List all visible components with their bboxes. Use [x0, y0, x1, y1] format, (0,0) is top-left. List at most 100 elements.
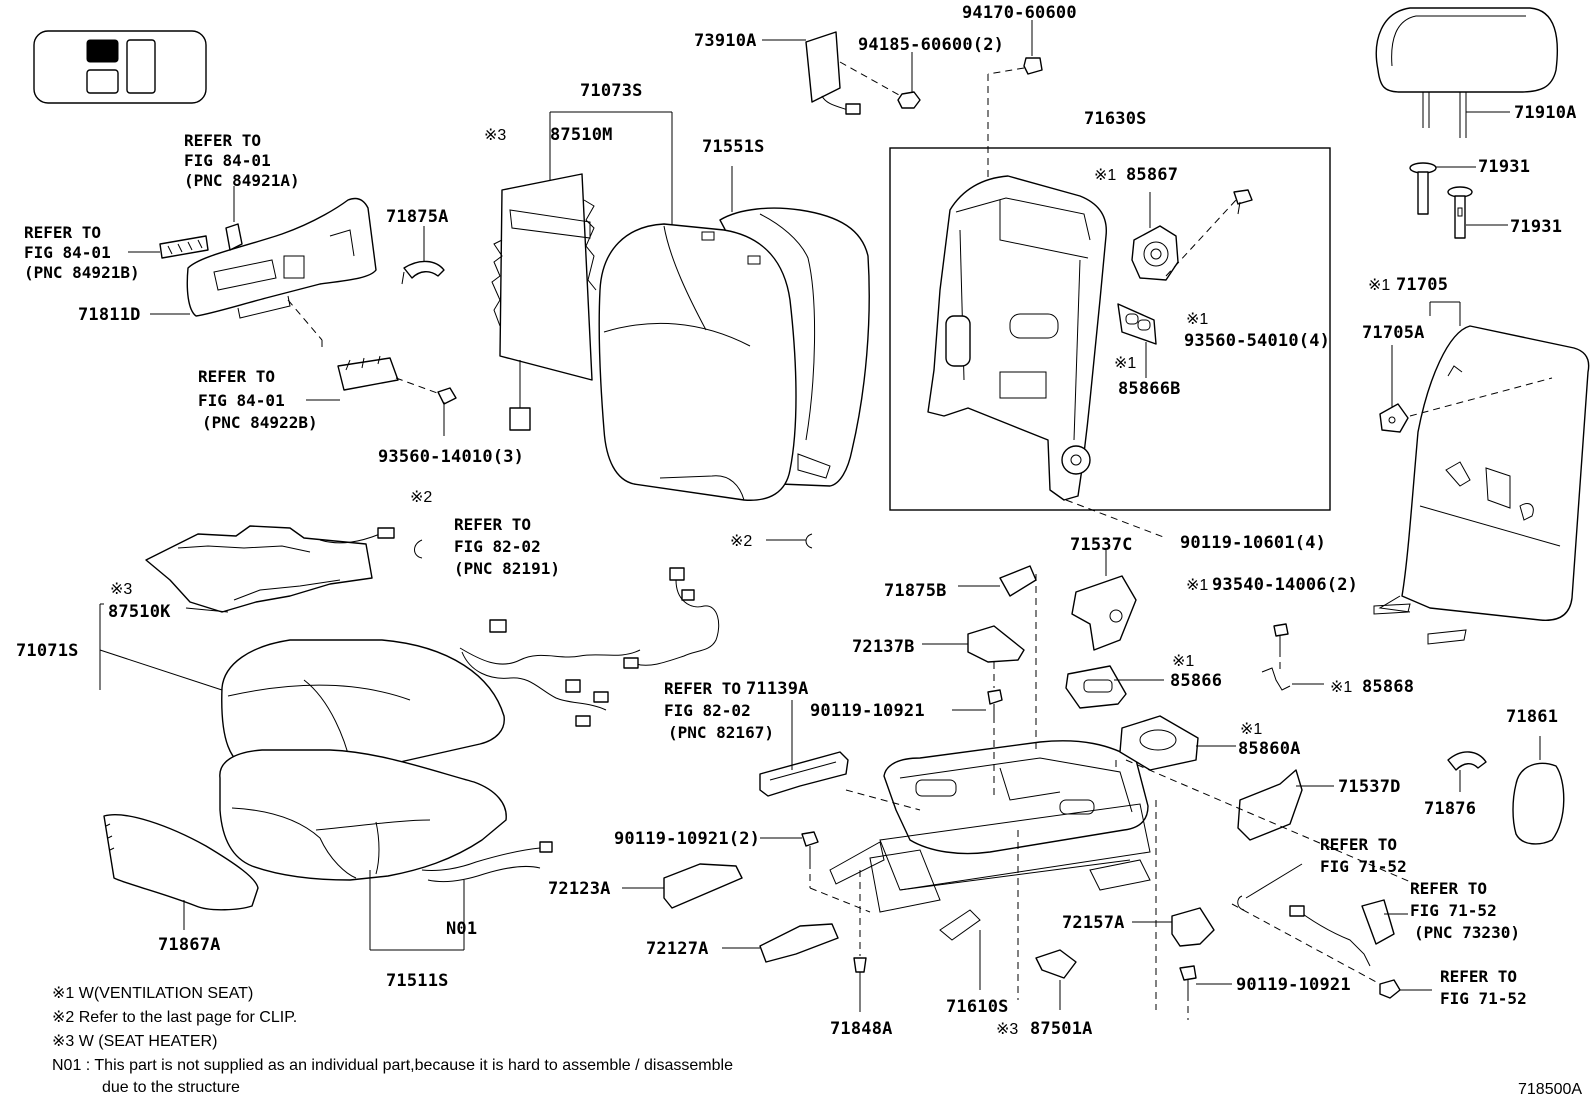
mark-87510K: ※3	[110, 581, 132, 598]
ventilation-fan-85867-illustration	[1131, 225, 1179, 281]
label-73910A: 73910A	[694, 31, 757, 51]
headrest-illustration	[1375, 7, 1559, 138]
wire-harness-82191-illustration	[459, 619, 641, 727]
label-72123A: 72123A	[548, 879, 611, 899]
cover-71875A-illustration	[401, 260, 445, 285]
label-71551S: 71551S	[702, 137, 765, 157]
mark-85860A: ※1	[1240, 721, 1262, 738]
refer-r3-line1: REFER TO	[198, 367, 275, 386]
duct-85866B-illustration	[1117, 303, 1157, 345]
refer-to-r1[interactable]: REFER TO FIG 84-01 (PNC 84921A)	[184, 131, 300, 190]
refer-to-r6[interactable]: REFER TO FIG 71-52	[1320, 835, 1407, 876]
label-85867: 85867	[1126, 165, 1178, 185]
label-94185-60600: 94185-60600(2)	[858, 35, 1004, 55]
refer-r5-line1: REFER TO	[664, 679, 741, 698]
refer-to-r3[interactable]: REFER TO FIG 84-01 (PNC 84922B)	[198, 367, 318, 432]
cap-71875B-illustration	[999, 565, 1037, 597]
side-airbag-illustration	[805, 31, 861, 115]
washer-71-52-illustration	[1237, 895, 1245, 911]
cushion-front-trim-illustration	[103, 814, 259, 911]
label-87510M: 87510M	[550, 125, 613, 145]
refer-to-r5[interactable]: REFER TO FIG 82-02 (PNC 82167)	[664, 679, 774, 742]
label-71931-lower: 71931	[1510, 217, 1562, 237]
refer-r3-line2: FIG 84-01	[198, 391, 285, 410]
refer-to-r2[interactable]: REFER TO FIG 84-01 (PNC 84921B)	[24, 223, 140, 282]
trim-71537C-illustration	[1071, 575, 1137, 651]
seatback-cover-illustration	[598, 223, 797, 501]
cap-71861-illustration	[1512, 762, 1565, 845]
refer-r2-line2: FIG 84-01	[24, 243, 111, 262]
nut-71-52-illustration	[1379, 979, 1401, 999]
label-71705A: 71705A	[1362, 323, 1425, 343]
refer-r6-line1: REFER TO	[1320, 835, 1397, 854]
mark-93560-54010: ※1	[1186, 311, 1208, 328]
label-90119-10921-2: 90119-10921(2)	[614, 829, 760, 849]
label-85866B: 85866B	[1118, 379, 1181, 399]
label-71876: 71876	[1424, 799, 1476, 819]
label-71073S: 71073S	[580, 81, 643, 101]
seat-position-locator-icon	[33, 30, 207, 104]
part-labels: 73910A 94185-60600(2) 94170-60600 71910A…	[16, 3, 1582, 1098]
bracket-72157A-illustration	[1171, 907, 1215, 947]
screw-93560-14010-illustration	[437, 387, 457, 414]
clip-71848A-illustration	[853, 957, 867, 984]
refer-r8-line1: REFER TO	[1440, 967, 1517, 986]
mark-85866B: ※1	[1114, 355, 1136, 372]
side-shield-illustration	[186, 197, 377, 319]
knob-84921A-illustration	[225, 223, 243, 251]
footnote-3: ※3 W (SEAT HEATER)	[52, 1033, 217, 1050]
seatback-board-illustration	[1373, 325, 1590, 645]
label-71867A: 71867A	[158, 935, 221, 955]
label-71910A: 71910A	[1514, 103, 1577, 123]
label-71931-upper: 71931	[1478, 157, 1530, 177]
label-71875A: 71875A	[386, 207, 449, 227]
knob-84921B-illustration	[159, 235, 209, 259]
footnote-1: ※1 W(VENTILATION SEAT)	[52, 985, 253, 1002]
screw-93540-14006-illustration	[1273, 623, 1289, 650]
refer-to-r4[interactable]: REFER TO FIG 82-02 (PNC 82191)	[454, 515, 560, 578]
refer-to-r8[interactable]: REFER TO FIG 71-52	[1440, 967, 1527, 1008]
label-93540-14006: 93540-14006(2)	[1212, 575, 1358, 595]
seatback-heater-illustration	[491, 173, 597, 431]
seat-belt-buckle-illustration	[1289, 899, 1395, 967]
cushion-pad-illustration	[219, 749, 507, 881]
clip-85868-illustration	[1261, 667, 1291, 691]
nut-94185-illustration	[897, 91, 921, 109]
switch-84922B-illustration	[337, 355, 399, 391]
diagram-id: 718500A	[1518, 1081, 1582, 1098]
clip-71705A-illustration	[1379, 403, 1409, 433]
mark-87510M: ※3	[484, 127, 506, 144]
label-72137B: 72137B	[852, 637, 915, 657]
label-71630S: 71630S	[1084, 109, 1147, 129]
refer-to-r7[interactable]: REFER TO FIG 71-52 (PNC 73230)	[1410, 879, 1520, 942]
refer-r3-line3: (PNC 84922B)	[202, 413, 318, 432]
label-90119-10921-lower: 90119-10921	[1236, 975, 1351, 995]
label-N01: N01	[446, 919, 477, 939]
mark-85867: ※1	[1094, 167, 1116, 184]
mark-85868: ※1	[1330, 679, 1352, 696]
refer-r1-line3: (PNC 84921A)	[184, 171, 300, 190]
refer-r7-line2: FIG 71-52	[1410, 901, 1497, 920]
label-71071S: 71071S	[16, 641, 79, 661]
refer-r4-line1: REFER TO	[454, 515, 531, 534]
refer-r7-line1: REFER TO	[1410, 879, 1487, 898]
refer-r1-line1: REFER TO	[184, 131, 261, 150]
refer-r1-line2: FIG 84-01	[184, 151, 271, 170]
cover-72127A-illustration	[759, 923, 839, 963]
label-85868: 85868	[1362, 677, 1414, 697]
label-71875B: 71875B	[884, 581, 947, 601]
refer-r5-line3: (PNC 82167)	[668, 723, 774, 742]
label-71705: 71705	[1396, 275, 1448, 295]
mark-clip-upper: ※2	[410, 489, 432, 506]
condition-marks: ※3 ※1 ※1 ※1 ※1 ※2 ※3 ※2 ※1 ※1 ※1 ※1 ※3	[110, 127, 1390, 1038]
refer-r8-line2: FIG 71-52	[1440, 989, 1527, 1008]
label-90119-10601: 90119-10601(4)	[1180, 533, 1326, 553]
mark-85866: ※1	[1172, 653, 1194, 670]
mark-93540-14006: ※1	[1186, 577, 1208, 594]
label-87510K: 87510K	[108, 602, 171, 622]
sensor-87501A-illustration	[1035, 949, 1077, 979]
label-90119-10921-upper: 90119-10921	[810, 701, 925, 721]
bracket-72137B-illustration	[967, 625, 1025, 663]
label-71610S: 71610S	[946, 997, 1009, 1017]
